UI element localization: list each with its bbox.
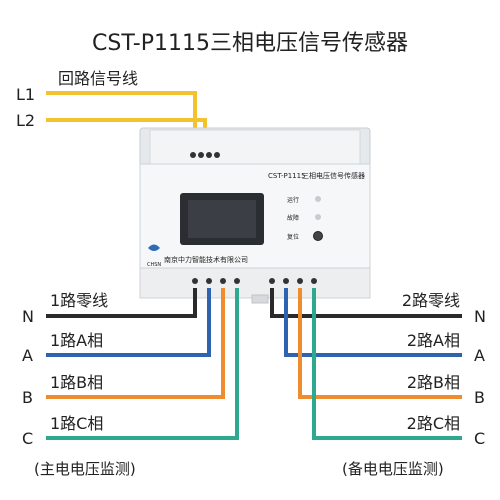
left-wire-a xyxy=(46,288,211,357)
right-wire-b xyxy=(298,288,462,399)
left-phase-n: N xyxy=(22,307,34,326)
left-wire-label-b: 1路B相 xyxy=(50,373,103,392)
device-top-cover xyxy=(149,129,361,171)
din-clip xyxy=(251,294,269,304)
left-wire-n xyxy=(46,288,197,318)
right-wire-label-n: 2路零线 xyxy=(402,291,460,310)
top-screw xyxy=(206,152,212,158)
bottom-terminal-screws xyxy=(192,278,317,284)
top-screw xyxy=(198,152,204,158)
reset-label: 复位 xyxy=(287,233,299,241)
page-title: CST-P1115三相电压信号传感器 xyxy=(92,31,408,56)
run-led-icon xyxy=(315,196,321,202)
input-label-l1: L1 xyxy=(16,85,35,104)
left-wire-label-n: 1路零线 xyxy=(50,291,108,310)
caption-main: (主电电压监测) xyxy=(34,460,136,478)
brand-logo-icon xyxy=(148,244,160,251)
reset-button[interactable] xyxy=(313,231,323,241)
top-terminal-screws xyxy=(190,152,220,158)
right-phase-b: B xyxy=(474,388,485,407)
left-phase-a: A xyxy=(22,346,33,365)
lcd-screen xyxy=(188,200,256,238)
brand-logo-text: CHSN xyxy=(147,262,161,268)
right-wire-c xyxy=(312,288,462,440)
right-phase-wires xyxy=(270,288,462,440)
led-label-run: 运行 xyxy=(287,196,299,204)
left-phase-wires xyxy=(46,288,239,440)
right-wire-a xyxy=(284,288,462,357)
bottom-screw xyxy=(297,278,303,284)
left-wire-label-c: 1路C相 xyxy=(50,414,103,433)
company-name: 南京中力智能技术有限公司 xyxy=(164,255,248,264)
sensor-device: CST-P1115 三相电压信号传感器 运行 故障 复位 CHSN 南京中力智能… xyxy=(139,127,371,304)
right-phase-a: A xyxy=(474,346,485,365)
led-label-fault: 故障 xyxy=(287,214,299,222)
device-bottom-terminal-block xyxy=(139,267,371,299)
bottom-screw xyxy=(206,278,212,284)
left-wire-label-a: 1路A相 xyxy=(50,331,103,350)
right-wire-label-c: 2路C相 xyxy=(407,414,460,433)
left-wire-b xyxy=(46,288,225,399)
bottom-screw xyxy=(192,278,198,284)
bottom-screw xyxy=(311,278,317,284)
top-screw xyxy=(214,152,220,158)
right-phase-c: C xyxy=(474,429,485,448)
bottom-screw xyxy=(283,278,289,284)
right-wire-n xyxy=(270,288,462,318)
bottom-screw xyxy=(234,278,240,284)
right-phase-n: N xyxy=(474,307,486,326)
loop-signal-label: 回路信号线 xyxy=(58,69,138,88)
right-wire-label-b: 2路B相 xyxy=(407,373,460,392)
fault-led-icon xyxy=(315,214,321,220)
right-wire-label-a: 2路A相 xyxy=(407,331,460,350)
left-phase-c: C xyxy=(22,429,33,448)
bottom-screw xyxy=(269,278,275,284)
caption-backup: (备电电压监测) xyxy=(342,460,444,478)
input-label-l2: L2 xyxy=(16,111,35,130)
bottom-screw xyxy=(220,278,226,284)
device-product-name: 三相电压信号传感器 xyxy=(302,171,365,180)
left-phase-b: B xyxy=(22,388,33,407)
top-screw xyxy=(190,152,196,158)
left-wire-c xyxy=(46,288,239,440)
device-model-label: CST-P1115 xyxy=(268,172,306,180)
